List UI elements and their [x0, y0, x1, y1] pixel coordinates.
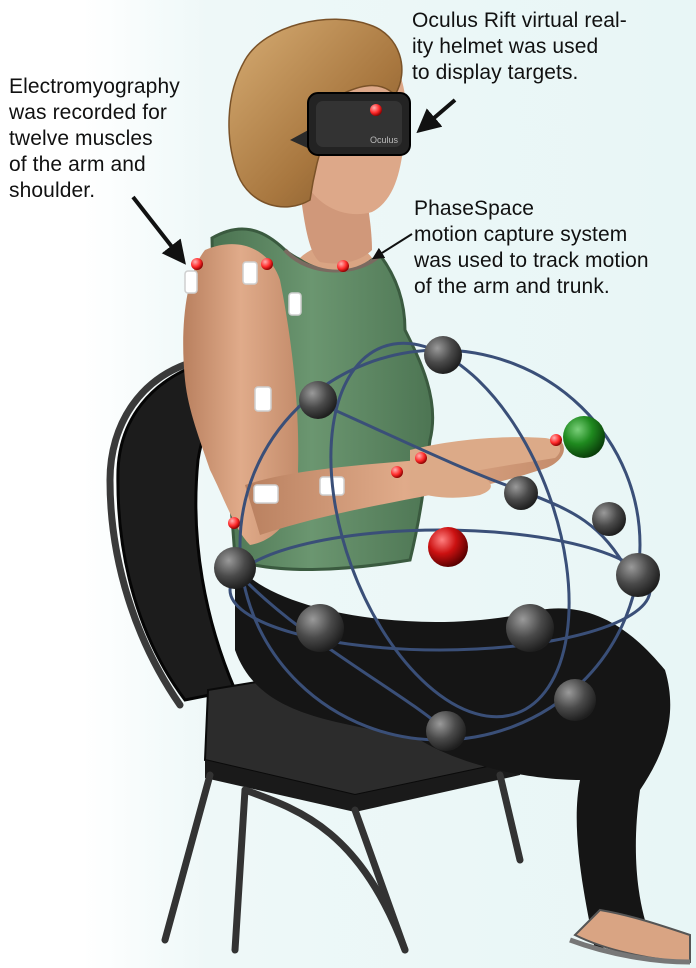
- target-neutral: [214, 547, 256, 589]
- target-neutral: [504, 476, 538, 510]
- emg-sensor: [255, 387, 271, 411]
- target-neutral: [506, 604, 554, 652]
- mocap-marker: [550, 434, 562, 446]
- vr-headset: Oculus: [290, 93, 410, 155]
- mocap-marker: [391, 466, 403, 478]
- target-neutral: [592, 502, 626, 536]
- mocap-marker: [261, 258, 273, 270]
- mocap-marker: [228, 517, 240, 529]
- emg-sensor: [289, 293, 301, 315]
- target-neutral: [426, 711, 466, 751]
- mocap-marker: [415, 452, 427, 464]
- target-active: [563, 416, 605, 458]
- emg-sensor: [185, 271, 197, 293]
- headset-logo: Oculus: [370, 135, 399, 145]
- oculus-arrow: [420, 100, 455, 130]
- phasespace-arrow: [374, 234, 412, 258]
- head: Oculus: [229, 19, 410, 263]
- phasespace-annotation: PhaseSpace motion capture system was use…: [414, 196, 649, 300]
- headset-marker: [370, 104, 382, 116]
- target-neutral: [554, 679, 596, 721]
- target-neutral: [296, 604, 344, 652]
- emg-annotation: Electromyography was recorded for twelve…: [9, 74, 180, 204]
- emg-sensor: [243, 262, 257, 284]
- emg-arrow: [133, 197, 183, 261]
- target-start: [428, 527, 468, 567]
- oculus-annotation: Oculus Rift virtual real- ity helmet was…: [412, 8, 627, 86]
- target-neutral: [299, 381, 337, 419]
- mocap-marker: [191, 258, 203, 270]
- target-neutral: [616, 553, 660, 597]
- mocap-marker: [337, 260, 349, 272]
- target-neutral: [424, 336, 462, 374]
- emg-sensor: [254, 485, 278, 503]
